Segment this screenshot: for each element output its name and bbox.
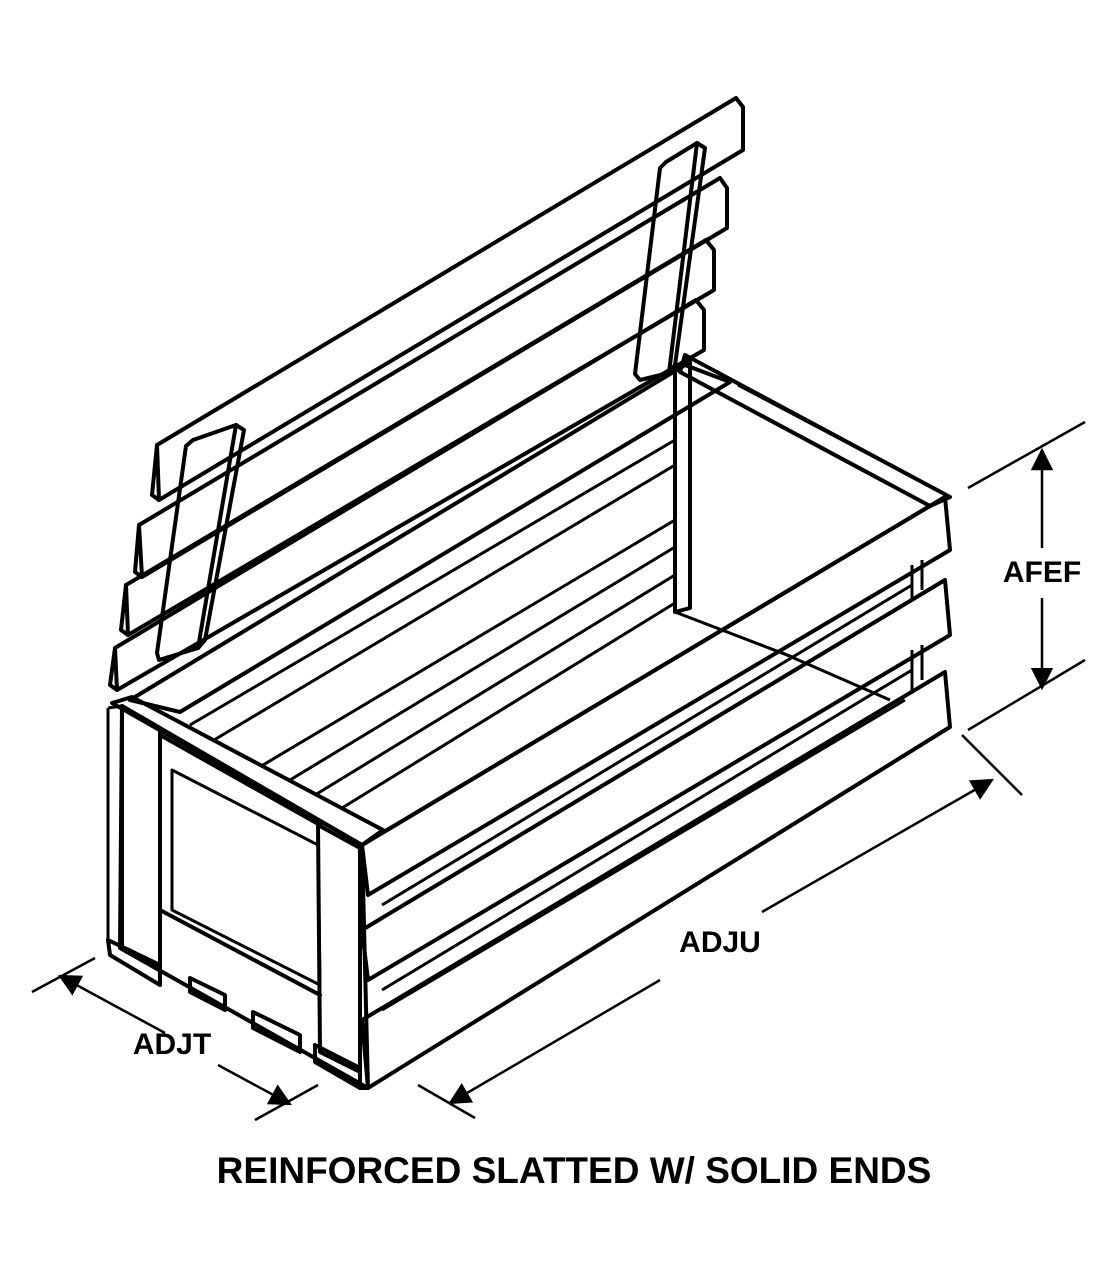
height-label: AFEF	[1003, 556, 1081, 589]
dimension-width: ADJT	[31, 956, 319, 1122]
length-label: ADJU	[679, 926, 761, 959]
crate-body	[106, 353, 952, 1090]
figure-caption: REINFORCED SLATTED W/ SOLID ENDS	[217, 1150, 932, 1191]
dimension-length: ADJU	[417, 734, 1023, 1120]
crate-lid	[108, 96, 745, 692]
dimension-height: AFEF	[967, 420, 1086, 732]
width-label: ADJT	[133, 1028, 211, 1061]
